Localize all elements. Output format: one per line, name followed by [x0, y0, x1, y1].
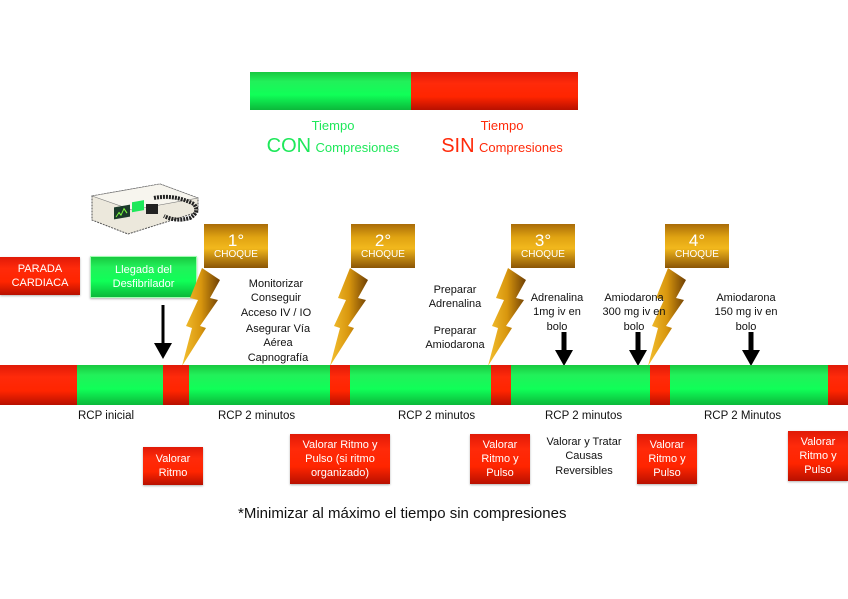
cardiac-arrest-box: PARADA CARDIACA	[0, 257, 80, 295]
lightning-bolt-icon-4	[648, 268, 686, 366]
timeline-segment-with-compressions	[77, 365, 163, 405]
shock-3-number: 3°	[534, 231, 552, 250]
timeline-segment-with-compressions	[350, 365, 491, 405]
note-reversible-causes: Valorar y Tratar Causas Reversibles	[546, 436, 622, 477]
phase-label-3: RCP 2 minutos	[398, 410, 476, 422]
assess-rhythm-box-4: Valorar Ritmo y Pulso	[637, 434, 697, 484]
note-monitor-access: Monitorizar Conseguir Acceso IV / IO	[240, 278, 312, 319]
footer-note: *Minimizar al máximo el tiempo sin compr…	[238, 505, 567, 522]
assess-rhythm-box-2: Valorar Ritmo y Pulso (si ritmo organiza…	[290, 434, 390, 484]
legend-sin-small: Compresiones	[478, 139, 563, 155]
arrow-down-icon-defib	[154, 305, 172, 359]
lightning-bolt-icon-1	[182, 268, 220, 366]
shock-2-label: CHOQUE	[361, 249, 405, 260]
timeline-segment-without-compressions	[0, 365, 77, 405]
shock-3-label: CHOQUE	[521, 249, 565, 260]
note-prepare-amiodarone: Preparar Amiodarona	[425, 325, 485, 352]
note-airway-capnography: Asegurar Vía Aérea Capnografía	[245, 323, 311, 364]
legend-bar-sin	[411, 72, 578, 110]
shock-4-label: CHOQUE	[675, 249, 719, 260]
shock-1-number: 1°	[227, 231, 245, 250]
timeline-segment-without-compressions	[650, 365, 670, 405]
shock-4-number: 4°	[688, 231, 706, 250]
timeline-segment-without-compressions	[330, 365, 350, 405]
shock-1: 1° CHOQUE	[204, 224, 268, 268]
timeline-segment-with-compressions	[670, 365, 828, 405]
shock-4: 4° CHOQUE	[665, 224, 729, 268]
legend-bar-con	[250, 72, 411, 110]
assess-rhythm-box-1: Valorar Ritmo	[143, 447, 203, 485]
shock-2: 2° CHOQUE	[351, 224, 415, 268]
timeline-segment-without-compressions	[163, 365, 189, 405]
note-amiodarone-150: Amiodarona 150 mg iv en bolo	[714, 292, 778, 333]
phase-label-5: RCP 2 Minutos	[704, 410, 782, 422]
arrow-down-icon-adrenaline	[555, 332, 573, 366]
assess-rhythm-box-5: Valorar Ritmo y Pulso	[788, 431, 848, 481]
timeline-segment-with-compressions	[511, 365, 650, 405]
defibrillator-arrival-box: Llegada del Desfibrilador	[90, 256, 197, 298]
legend-label-sin: Tiempo SIN Compresiones	[432, 118, 572, 158]
timeline-segment-with-compressions	[189, 365, 330, 405]
legend-con-line1: Tiempo	[311, 118, 355, 133]
lightning-bolt-icon-2	[330, 268, 368, 366]
note-prepare-adrenaline: Preparar Adrenalina	[428, 284, 482, 311]
note-amiodarone-300: Amiodarona 300 mg iv en bolo	[602, 292, 666, 333]
legend-sin-line1: Tiempo	[480, 118, 524, 133]
defibrillator-icon	[90, 183, 200, 235]
phase-label-4: RCP 2 minutos	[545, 410, 623, 422]
arrow-down-icon-amiodarone-300	[629, 332, 647, 366]
timeline-segment-without-compressions	[491, 365, 511, 405]
lightning-bolt-icon-3	[488, 268, 526, 366]
shock-3: 3° CHOQUE	[511, 224, 575, 268]
legend-label-con: Tiempo CON Compresiones	[258, 118, 408, 158]
arrow-down-icon-amiodarone-150	[742, 332, 760, 366]
legend-con-small: Compresiones	[315, 139, 400, 155]
note-adrenaline-dose: Adrenalina 1mg iv en bolo	[530, 292, 584, 333]
assess-rhythm-box-3: Valorar Ritmo y Pulso	[470, 434, 530, 484]
phase-label-1: RCP inicial	[78, 410, 135, 422]
phase-label-2: RCP 2 minutos	[218, 410, 296, 422]
legend-bar	[250, 72, 578, 110]
timeline-segment-without-compressions	[828, 365, 848, 405]
legend-con-big: CON	[266, 134, 312, 157]
shock-2-number: 2°	[374, 231, 392, 250]
shock-1-label: CHOQUE	[214, 249, 258, 260]
timeline-bar	[0, 365, 848, 405]
legend-sin-big: SIN	[441, 134, 475, 157]
